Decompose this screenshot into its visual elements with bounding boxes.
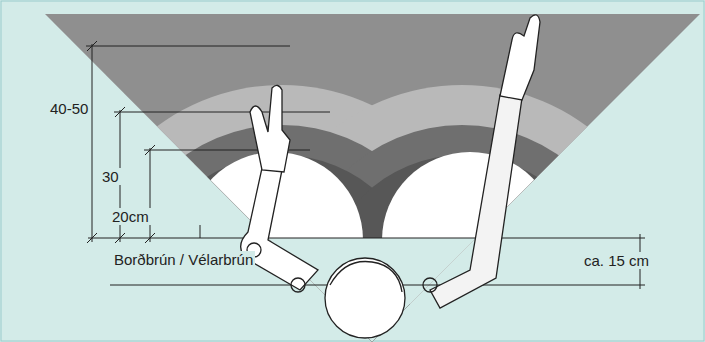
person-figure	[241, 15, 540, 338]
dimension-label: 40-50	[48, 100, 90, 117]
desk-edge-label: Borðbrún / Vélarbrún	[112, 251, 255, 268]
dimension-label: 30	[100, 168, 121, 185]
dimension-label: 20cm	[110, 208, 151, 225]
dimension-label: ca. 15 cm	[582, 252, 651, 269]
desk-edge-line	[88, 238, 645, 239]
